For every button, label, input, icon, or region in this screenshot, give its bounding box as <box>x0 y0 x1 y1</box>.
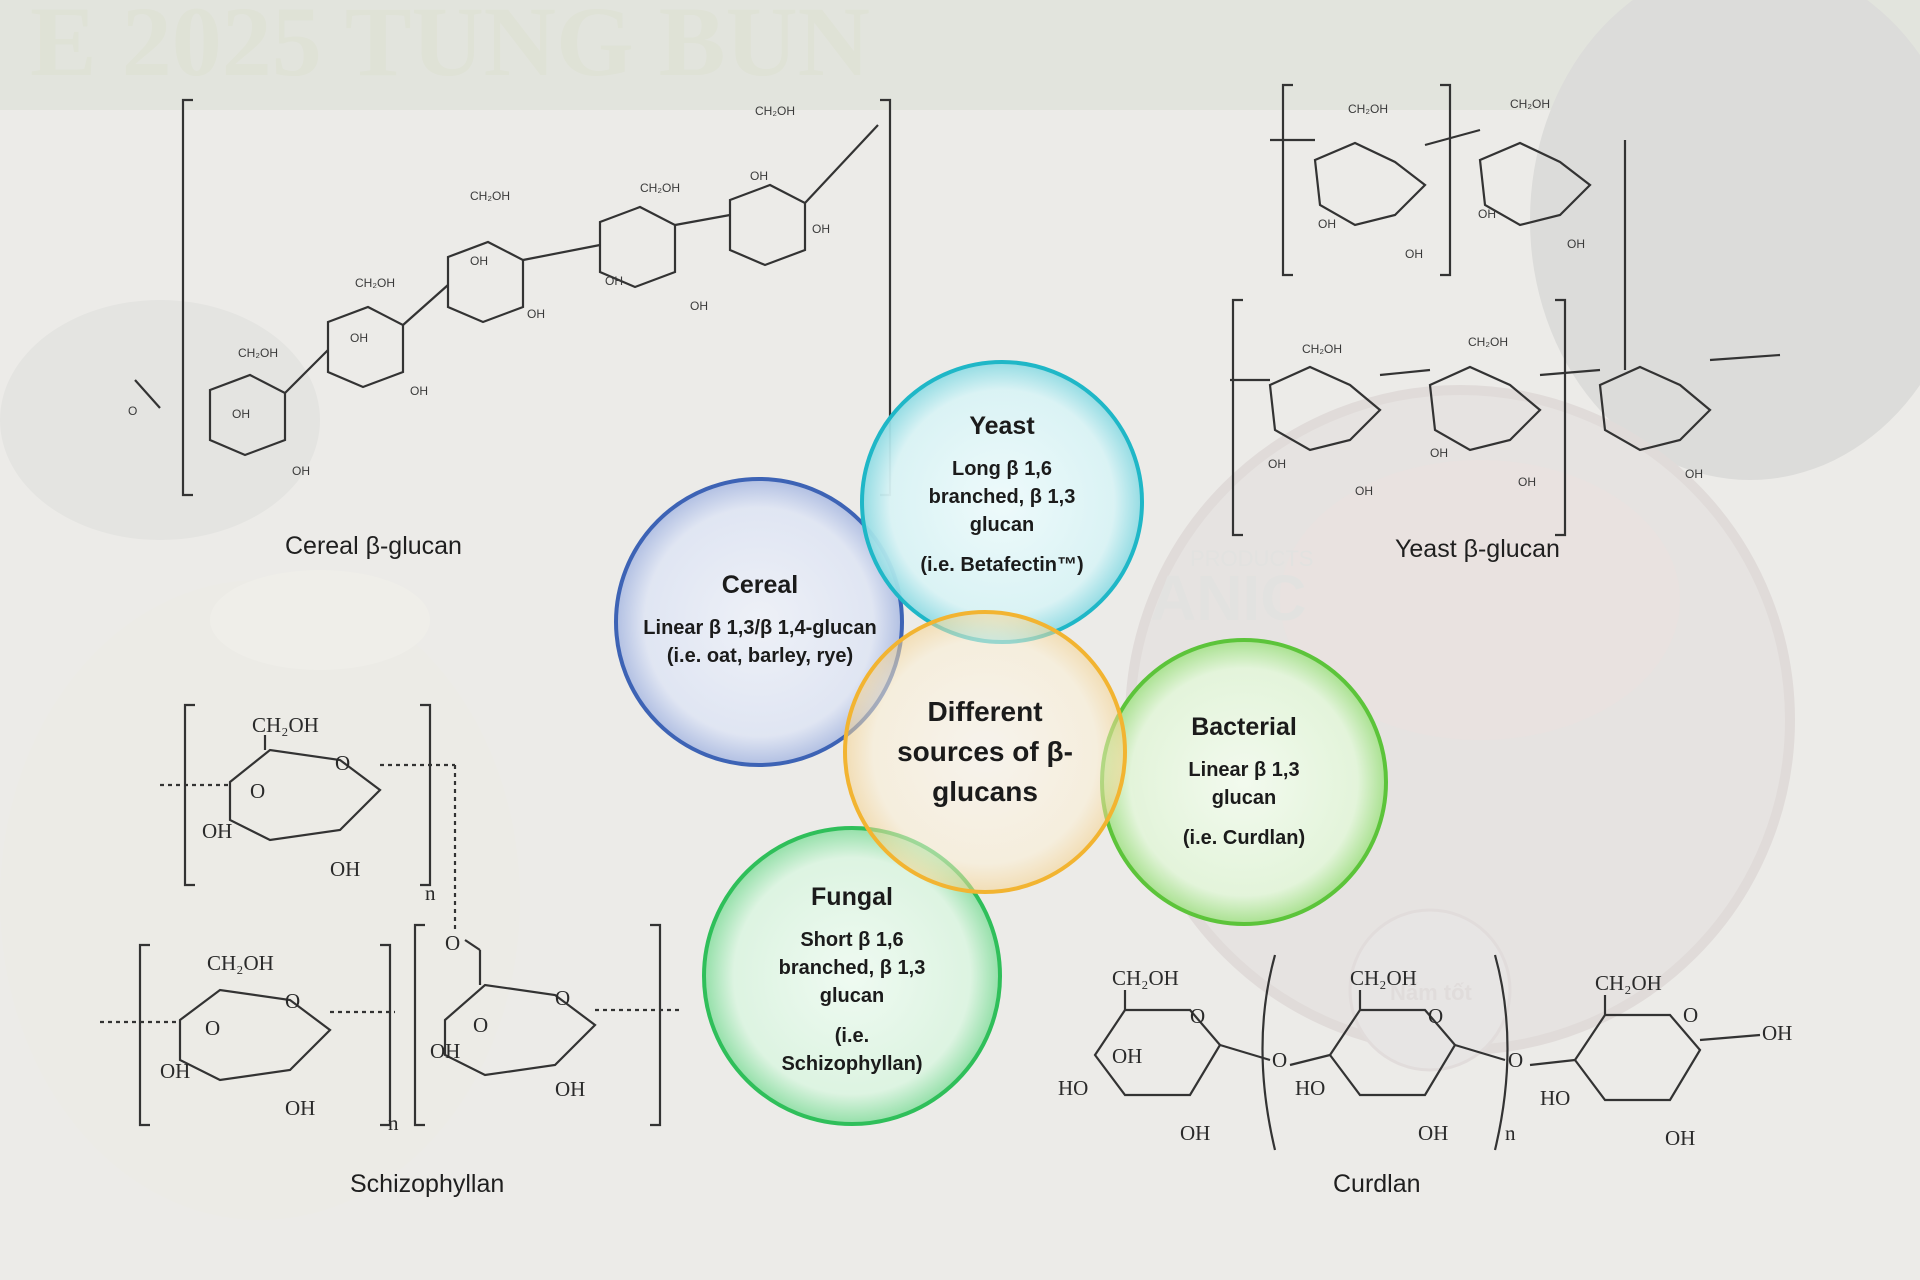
oh-label: OH <box>1685 467 1703 481</box>
ho-label: HO <box>1540 1086 1570 1110</box>
yeast-circle-text: Yeast Long β 1,6 branched, β 1,3 glucan … <box>892 375 1112 615</box>
ch2oh-label: CH₂OH <box>1468 335 1508 349</box>
ch2oh-label: CH₂OH <box>1112 966 1179 990</box>
bacterial-title: Bacterial <box>1191 713 1297 741</box>
oh-label: OH <box>812 222 830 236</box>
oh-label: OH <box>160 1059 190 1083</box>
oh-label: OH <box>430 1039 460 1063</box>
oh-label: OH <box>470 254 488 268</box>
fungal-example: (i.e. Schizophyllan) <box>781 1024 923 1075</box>
n-subscript: n <box>388 1111 399 1135</box>
ch2oh-label: CH₂OH <box>1510 97 1550 111</box>
o-label: O <box>128 404 137 418</box>
background-sign-text: E 2025 TUNG BUN <box>30 0 870 97</box>
oh-label: OH <box>1518 475 1536 489</box>
o-label: O <box>555 986 570 1010</box>
n-subscript: n <box>1505 1121 1516 1145</box>
oh-label: OH <box>202 819 232 843</box>
o-label: O <box>1508 1048 1523 1072</box>
curdlan-structure: CH₂OH O OH HO OH O CH₂OH O HO OH n O CH₂… <box>1058 954 1792 1151</box>
o-label: O <box>1272 1048 1287 1072</box>
ch2oh-label: CH₂OH <box>207 951 274 975</box>
curdlan-structure-label: Curdlan <box>1333 1170 1421 1198</box>
oh-label: OH <box>1418 1121 1448 1145</box>
ch2oh-label: CH₂OH <box>1348 102 1388 116</box>
oh-label: OH <box>605 274 623 288</box>
yeast-structure: CH₂OH CH₂OH CH₂OH CH₂OH OH OH OH OH OH O… <box>1230 83 1781 537</box>
oh-label: OH <box>1355 484 1373 498</box>
oh-label: OH <box>1430 446 1448 460</box>
n-subscript: n <box>425 881 436 905</box>
o-label: O <box>1428 1004 1443 1028</box>
o-label: O <box>445 931 460 955</box>
oh-label: OH <box>1268 457 1286 471</box>
yeast-example: (i.e. Betafectin™) <box>920 553 1084 576</box>
o-label: O <box>1190 1004 1205 1028</box>
fungal-title: Fungal <box>811 882 893 911</box>
oh-label: OH <box>555 1077 585 1101</box>
fungal-description: Short β 1,6 branched, β 1,3 glucan <box>778 928 926 1007</box>
bacterial-circle-text: Bacterial Linear β 1,3 glucan (i.e. Curd… <box>1136 695 1352 870</box>
o-label: O <box>335 751 350 775</box>
watermark-big-text: ANIC <box>1150 562 1306 634</box>
oh-label: OH <box>285 1096 315 1120</box>
cereal-circle-text: Cereal Linear β 1,3/β 1,4-glucan (i.e. o… <box>640 530 880 710</box>
center-title: Different sources of β-glucans <box>897 696 1073 807</box>
bacterial-description: Linear β 1,3 glucan <box>1188 759 1300 809</box>
cereal-structure-label: Cereal β-glucan <box>285 532 462 560</box>
yeast-structure-label: Yeast β-glucan <box>1395 535 1560 563</box>
fungal-circle-text: Fungal Short β 1,6 branched, β 1,3 gluca… <box>742 860 962 1100</box>
watermark-badge-text: Nấm tốt <box>1390 980 1473 1005</box>
ch2oh-label: CH₂OH <box>640 181 680 195</box>
cereal-circle <box>614 477 904 767</box>
oh-label: OH <box>330 857 360 881</box>
cereal-structure: O CH₂OH CH₂OH CH₂OH CH₂OH CH₂OH OH OH OH… <box>128 98 892 497</box>
o-label: O <box>473 1013 488 1037</box>
oh-label: OH <box>750 169 768 183</box>
ch2oh-label: CH₂OH <box>755 104 795 118</box>
oh-label: OH <box>350 331 368 345</box>
o-label: O <box>205 1016 220 1040</box>
oh-label: OH <box>1112 1044 1142 1068</box>
oh-label: OH <box>1180 1121 1210 1145</box>
schizophyllan-structure: CH₂OH O O OH OH n CH₂OH O O OH OH n O O <box>100 703 680 1135</box>
o-label: O <box>250 779 265 803</box>
ho-label: HO <box>1058 1076 1088 1100</box>
ch2oh-label: CH₂OH <box>1350 966 1417 990</box>
center-circle-text: Different sources of β-glucans <box>885 682 1085 822</box>
o-label: O <box>285 989 300 1013</box>
o-label: O <box>1683 1003 1698 1027</box>
oh-label: OH <box>527 307 545 321</box>
center-circle <box>843 610 1127 894</box>
oh-label: OH <box>1665 1126 1695 1150</box>
oh-label: OH <box>1405 247 1423 261</box>
oh-label: OH <box>232 407 250 421</box>
cereal-description: Linear β 1,3/β 1,4-glucan (i.e. oat, bar… <box>643 616 877 667</box>
yeast-description: Long β 1,6 branched, β 1,3 glucan <box>928 457 1076 536</box>
bacterial-example: (i.e. Curdlan) <box>1182 827 1306 849</box>
ch2oh-label: CH₂OH <box>355 276 395 290</box>
ch2oh-label: CH₂OH <box>252 713 319 737</box>
fungal-circle <box>702 826 1002 1126</box>
oh-label: OH <box>292 464 310 478</box>
schizophyllan-structure-label: Schizophyllan <box>350 1170 505 1198</box>
oh-label: OH <box>410 384 428 398</box>
oh-label: OH <box>690 299 708 313</box>
yeast-title: Yeast <box>969 411 1035 440</box>
oh-label: OH <box>1567 237 1585 251</box>
ch2oh-label: CH₂OH <box>238 346 278 360</box>
oh-label: OH <box>1762 1021 1792 1045</box>
oh-label: OH <box>1478 207 1496 221</box>
ch2oh-label: CH₂OH <box>1302 342 1342 356</box>
watermark-top-text: PRODUCTS <box>1190 546 1313 571</box>
ho-label: HO <box>1295 1076 1325 1100</box>
oh-label: OH <box>1318 217 1336 231</box>
ch2oh-label: CH₂OH <box>470 189 510 203</box>
cereal-title: Cereal <box>721 570 799 599</box>
ch2oh-label: CH₂OH <box>1595 971 1662 995</box>
